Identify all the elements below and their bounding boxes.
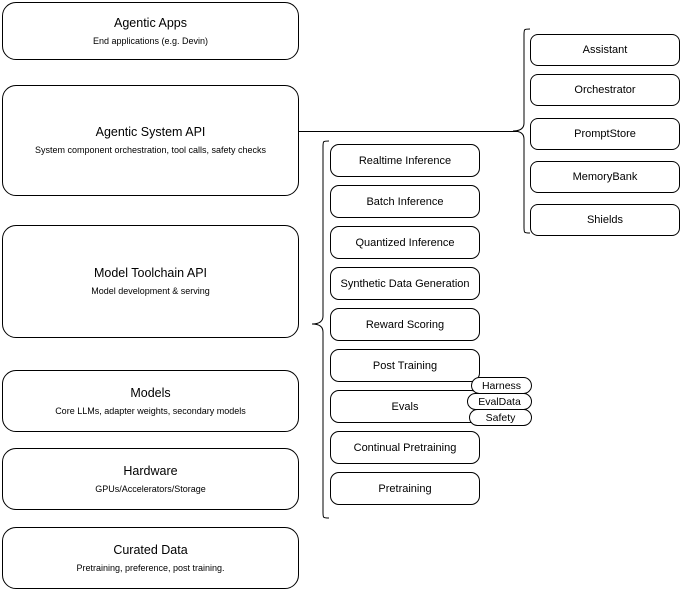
evals-subitem-label: Harness <box>481 379 522 392</box>
evals-subitem-evaldata[interactable]: EvalData <box>467 393 532 410</box>
component-memorybank[interactable]: MemoryBank <box>530 161 680 193</box>
layer-subtitle: System component orchestration, tool cal… <box>34 145 267 155</box>
evals-subitem-safety[interactable]: Safety <box>469 409 532 426</box>
component-orchestrator[interactable]: Orchestrator <box>530 74 680 106</box>
brace-system-components <box>512 28 531 234</box>
connector-system-api-to-components <box>299 131 518 132</box>
layer-subtitle: Model development & serving <box>91 286 210 296</box>
component-promptstore[interactable]: PromptStore <box>530 118 680 150</box>
evals-subitem-label: Safety <box>485 411 516 424</box>
toolchain-post-training[interactable]: Post Training <box>330 349 480 382</box>
layer-subtitle: End applications (e.g. Devin) <box>92 35 209 46</box>
component-assistant[interactable]: Assistant <box>530 34 680 66</box>
layer-title: Models <box>130 385 171 400</box>
toolchain-pretraining[interactable]: Pretraining <box>330 472 480 505</box>
component-label: Assistant <box>582 44 628 56</box>
toolchain-reward-scoring[interactable]: Reward Scoring <box>330 308 480 341</box>
toolchain-label: Quantized Inference <box>355 236 455 249</box>
layer-title: Curated Data <box>113 542 188 557</box>
layer-title: Agentic System API <box>95 125 206 139</box>
toolchain-label: Continual Pretraining <box>353 441 457 454</box>
component-label: Shields <box>586 214 624 226</box>
toolchain-label: Realtime Inference <box>358 154 452 167</box>
layer-card-curated-data[interactable]: Curated Data Pretraining, preference, po… <box>2 527 299 589</box>
toolchain-label: Batch Inference <box>366 195 444 208</box>
toolchain-label: Synthetic Data Generation <box>340 277 470 290</box>
toolchain-realtime-inference[interactable]: Realtime Inference <box>330 144 480 177</box>
toolchain-label: Post Training <box>372 359 438 372</box>
brace-toolchain-capabilities <box>311 140 330 519</box>
layer-title: Agentic Apps <box>114 15 187 30</box>
toolchain-label: Evals <box>391 400 419 413</box>
layer-title: Model Toolchain API <box>93 266 208 280</box>
toolchain-quantized-inference[interactable]: Quantized Inference <box>330 226 480 259</box>
component-label: PromptStore <box>574 128 636 140</box>
layer-subtitle: Pretraining, preference, post training. <box>76 562 225 573</box>
toolchain-batch-inference[interactable]: Batch Inference <box>330 185 480 218</box>
layer-subtitle: GPUs/Accelerators/Storage <box>95 483 206 494</box>
layer-card-agentic-system-api[interactable]: Agentic System API System component orch… <box>2 85 299 196</box>
component-label: MemoryBank <box>572 171 638 183</box>
component-label: Orchestrator <box>574 84 636 96</box>
layer-card-model-toolchain-api[interactable]: Model Toolchain API Model development & … <box>2 225 299 338</box>
toolchain-synthetic-data-generation[interactable]: Synthetic Data Generation <box>330 267 480 300</box>
component-shields[interactable]: Shields <box>530 204 680 236</box>
layer-card-agentic-apps[interactable]: Agentic Apps End applications (e.g. Devi… <box>2 2 299 60</box>
layer-subtitle: Core LLMs, adapter weights, secondary mo… <box>55 405 246 416</box>
evals-subitem-label: EvalData <box>478 395 521 408</box>
layer-title: Hardware <box>123 463 178 478</box>
layer-card-hardware[interactable]: Hardware GPUs/Accelerators/Storage <box>2 448 299 510</box>
evals-subitem-harness[interactable]: Harness <box>471 377 532 394</box>
layer-card-models[interactable]: Models Core LLMs, adapter weights, secon… <box>2 370 299 432</box>
toolchain-continual-pretraining[interactable]: Continual Pretraining <box>330 431 480 464</box>
toolchain-label: Pretraining <box>378 482 432 495</box>
toolchain-label: Reward Scoring <box>365 318 445 331</box>
toolchain-evals[interactable]: Evals <box>330 390 480 423</box>
